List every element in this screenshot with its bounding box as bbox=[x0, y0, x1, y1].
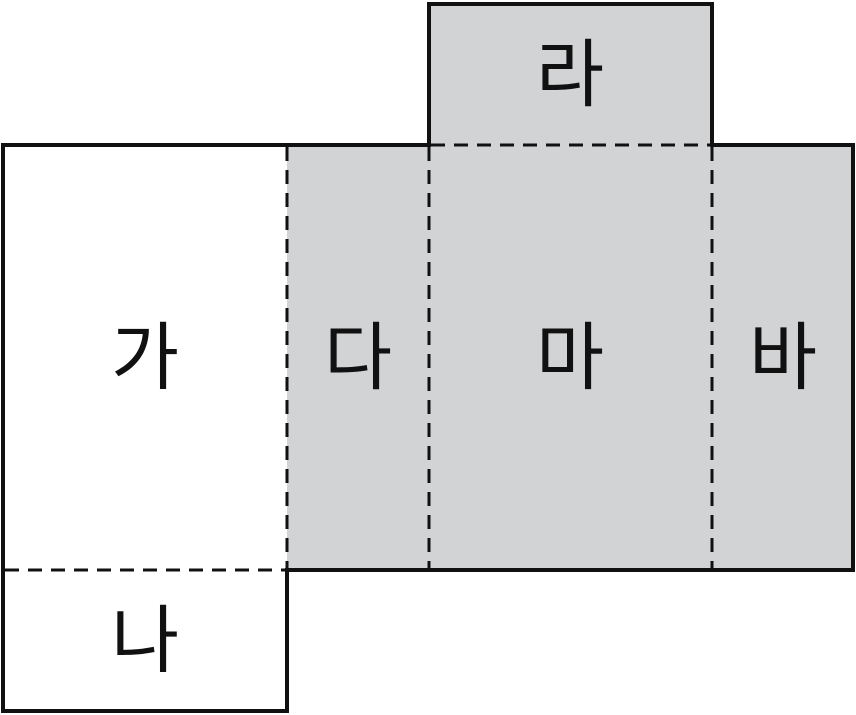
face-label-ba: 바 bbox=[749, 315, 817, 401]
face-ma bbox=[429, 145, 712, 570]
fold-lines bbox=[5, 143, 714, 572]
face-da bbox=[287, 145, 429, 570]
face-label-ma: 마 bbox=[536, 315, 604, 401]
face-label-ga: 가 bbox=[111, 315, 179, 401]
face-na bbox=[3, 570, 287, 711]
face-label-na: 나 bbox=[111, 598, 179, 684]
face-label-ra: 라 bbox=[536, 32, 604, 118]
face-ba bbox=[712, 145, 853, 570]
face-ra bbox=[429, 4, 712, 145]
face-ga bbox=[3, 145, 287, 570]
face-label-da: 다 bbox=[324, 315, 392, 401]
